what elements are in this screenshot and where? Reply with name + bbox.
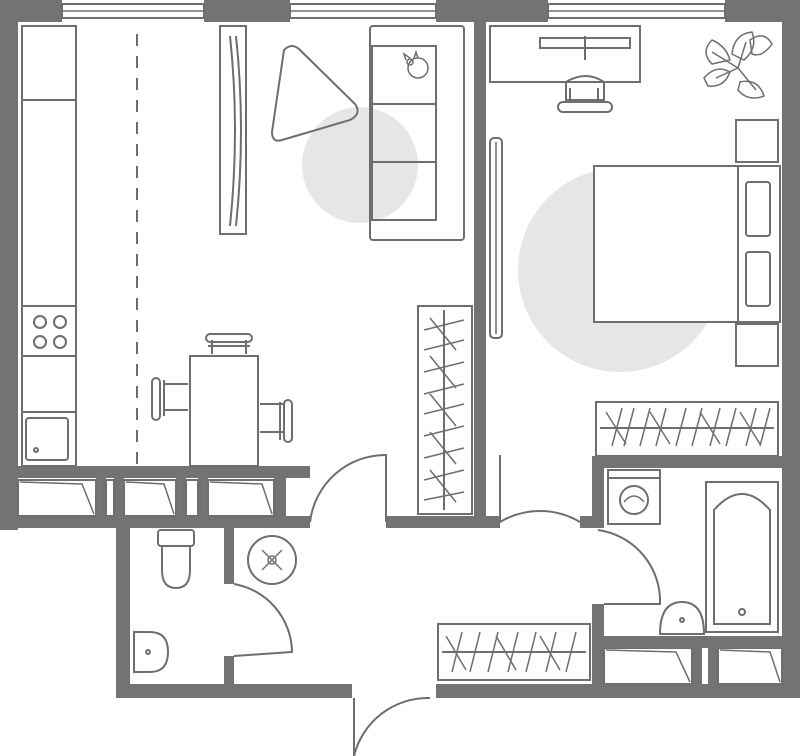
window-top-right bbox=[547, 3, 726, 19]
walls bbox=[0, 0, 800, 698]
bathroom-door bbox=[597, 529, 662, 605]
tv-unit bbox=[219, 25, 247, 235]
toilet-room bbox=[133, 529, 297, 673]
dining-chair-right bbox=[260, 399, 293, 443]
bedroom-door bbox=[499, 455, 581, 524]
doors bbox=[233, 453, 662, 756]
wardrobe-living bbox=[417, 305, 473, 515]
plant-icon bbox=[703, 31, 773, 99]
bathroom-sink-icon bbox=[658, 600, 706, 635]
kitchen-counter bbox=[21, 25, 77, 467]
bedroom-sliding-panel bbox=[489, 137, 503, 339]
bathroom bbox=[607, 469, 779, 635]
entrance-door bbox=[353, 696, 431, 756]
bedroom bbox=[489, 25, 781, 457]
sofa bbox=[369, 25, 465, 241]
toilet-icon bbox=[157, 529, 195, 590]
stove-icon bbox=[33, 315, 67, 349]
windows bbox=[17, 3, 783, 685]
wardrobe-bedroom bbox=[595, 401, 779, 457]
nightstand-bottom bbox=[735, 323, 779, 367]
wardrobe-hallway bbox=[437, 623, 591, 681]
window-top-left bbox=[61, 3, 205, 19]
kitchen-living-room bbox=[21, 25, 473, 515]
kitchen-sink-icon bbox=[25, 417, 69, 461]
kitchen-door bbox=[309, 453, 387, 523]
cat-icon bbox=[402, 49, 429, 79]
bed bbox=[593, 165, 781, 323]
dining-table bbox=[189, 355, 259, 467]
toilet-sink-icon bbox=[133, 631, 170, 673]
living-rug bbox=[302, 107, 418, 223]
hallway bbox=[437, 623, 591, 681]
toilet-door bbox=[233, 583, 294, 657]
dining-chair-left bbox=[151, 377, 188, 421]
bathtub-icon bbox=[705, 481, 779, 633]
coffee-table bbox=[270, 45, 359, 142]
nightstand-top bbox=[735, 119, 779, 163]
washing-machine-icon bbox=[607, 469, 661, 525]
desk bbox=[489, 25, 641, 83]
window-bath-panes bbox=[603, 647, 783, 685]
window-top-middle bbox=[289, 3, 437, 19]
floor-drain-icon bbox=[247, 535, 297, 585]
dining-chair-top bbox=[205, 333, 253, 354]
window-niche-panes bbox=[17, 479, 275, 517]
desk-chair bbox=[557, 75, 613, 113]
